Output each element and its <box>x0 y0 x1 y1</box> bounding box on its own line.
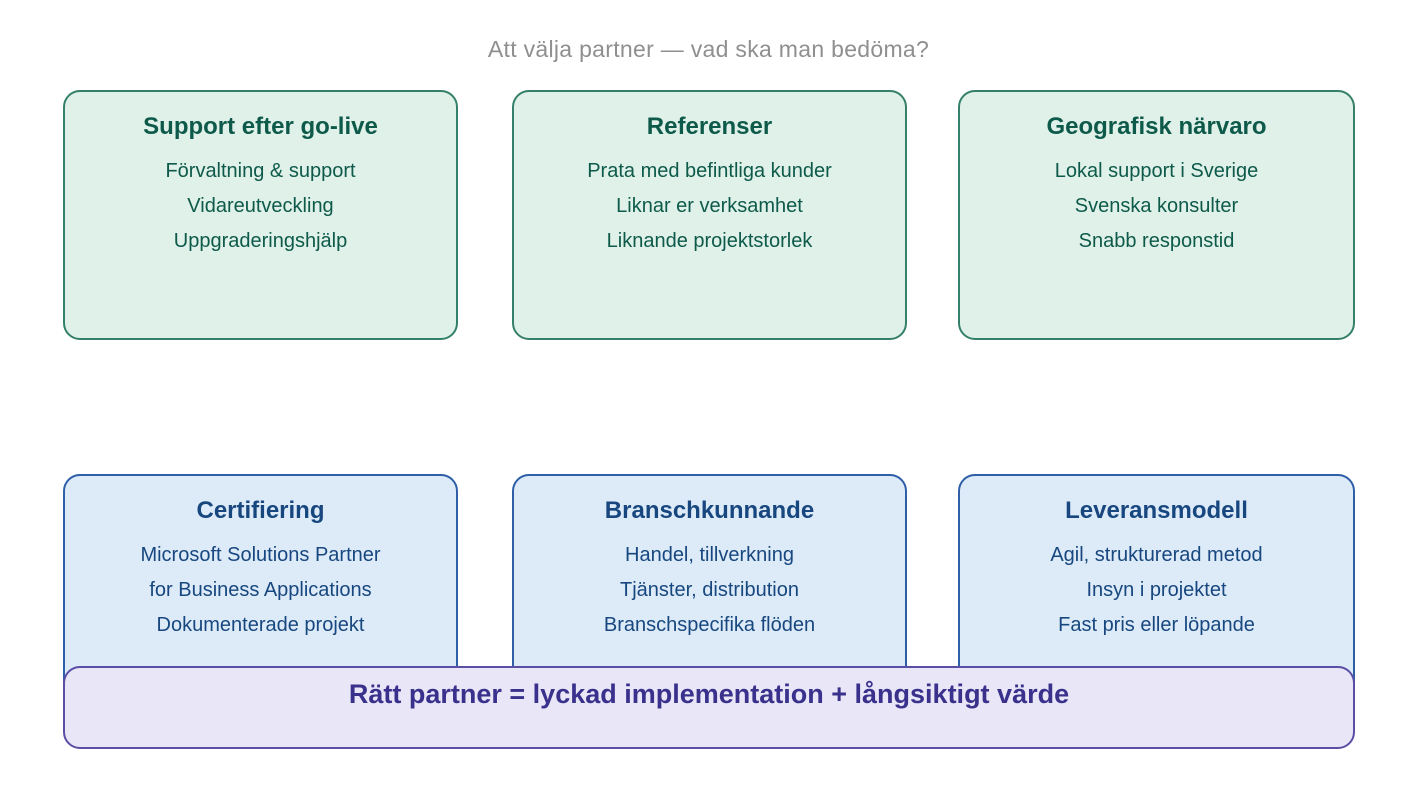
card-item: Lokal support i Sverige <box>1054 160 1259 182</box>
conclusion-banner-text: Rätt partner = lyckad implementation + l… <box>348 679 1070 709</box>
card-item: Microsoft Solutions Partner <box>140 544 381 566</box>
card-title: Branschkunnande <box>604 497 815 524</box>
card-title: Referenser <box>646 113 773 140</box>
card-support-efter-go-live: Support efter go-live Förvaltning & supp… <box>63 90 458 340</box>
card-title: Support efter go-live <box>143 113 378 140</box>
card-referenser: Referenser Prata med befintliga kunder L… <box>512 90 907 340</box>
card-item: Svenska konsulter <box>1074 195 1239 217</box>
card-item: Liknande projektstorlek <box>606 230 813 252</box>
page-title: Att välja partner — vad ska man bedöma? <box>487 36 930 62</box>
card-item: Dokumenterade projekt <box>156 614 365 636</box>
conclusion-banner: Rätt partner = lyckad implementation + l… <box>63 666 1355 749</box>
card-item: Vidareutveckling <box>187 195 334 217</box>
card-item: for Business Applications <box>149 579 372 601</box>
card-item: Insyn i projektet <box>1086 579 1227 601</box>
card-title: Geografisk närvaro <box>1046 113 1267 140</box>
card-title: Leveransmodell <box>1065 497 1248 524</box>
card-geografisk-narvaro: Geografisk närvaro Lokal support i Sveri… <box>958 90 1355 340</box>
card-item: Liknar er verksamhet <box>616 195 803 217</box>
card-item: Prata med befintliga kunder <box>587 160 832 182</box>
card-item: Handel, tillverkning <box>625 544 794 566</box>
card-item: Fast pris eller löpande <box>1058 614 1255 636</box>
card-item: Agil, strukturerad metod <box>1050 544 1263 566</box>
card-item: Snabb responstid <box>1078 230 1235 252</box>
card-item: Förvaltning & support <box>165 160 356 182</box>
card-title: Certifiering <box>196 497 325 524</box>
card-item: Uppgraderingshjälp <box>173 230 348 252</box>
card-item: Branschspecifika flöden <box>603 614 816 636</box>
card-item: Tjänster, distribution <box>620 579 799 601</box>
